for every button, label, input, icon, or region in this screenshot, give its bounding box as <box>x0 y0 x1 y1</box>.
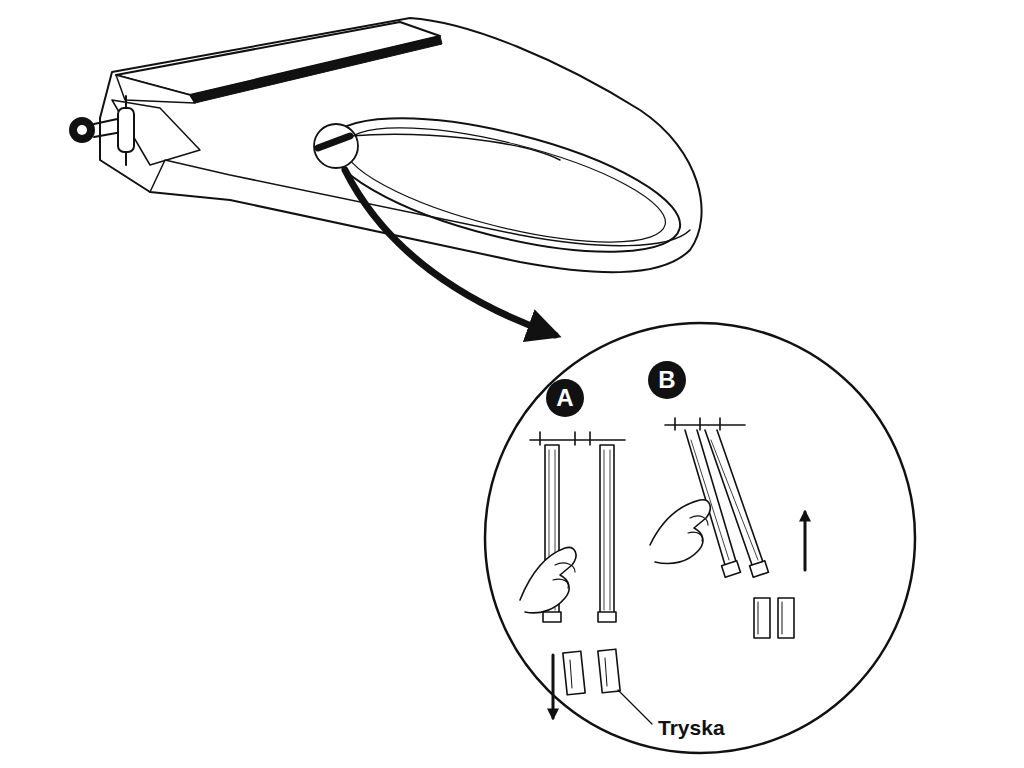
step-letter: B <box>658 368 675 392</box>
part-label: Tryska <box>658 716 725 740</box>
step-b-nozzles <box>650 418 805 638</box>
zoom-arrow <box>345 170 555 335</box>
step-a-nozzles <box>520 432 652 724</box>
step-badge: A <box>546 379 584 417</box>
detail-circle <box>485 323 915 753</box>
step-letter: A <box>556 386 573 410</box>
step-badge: B <box>648 361 686 399</box>
zoom-spot <box>314 124 560 168</box>
toilet-seat <box>70 18 702 279</box>
